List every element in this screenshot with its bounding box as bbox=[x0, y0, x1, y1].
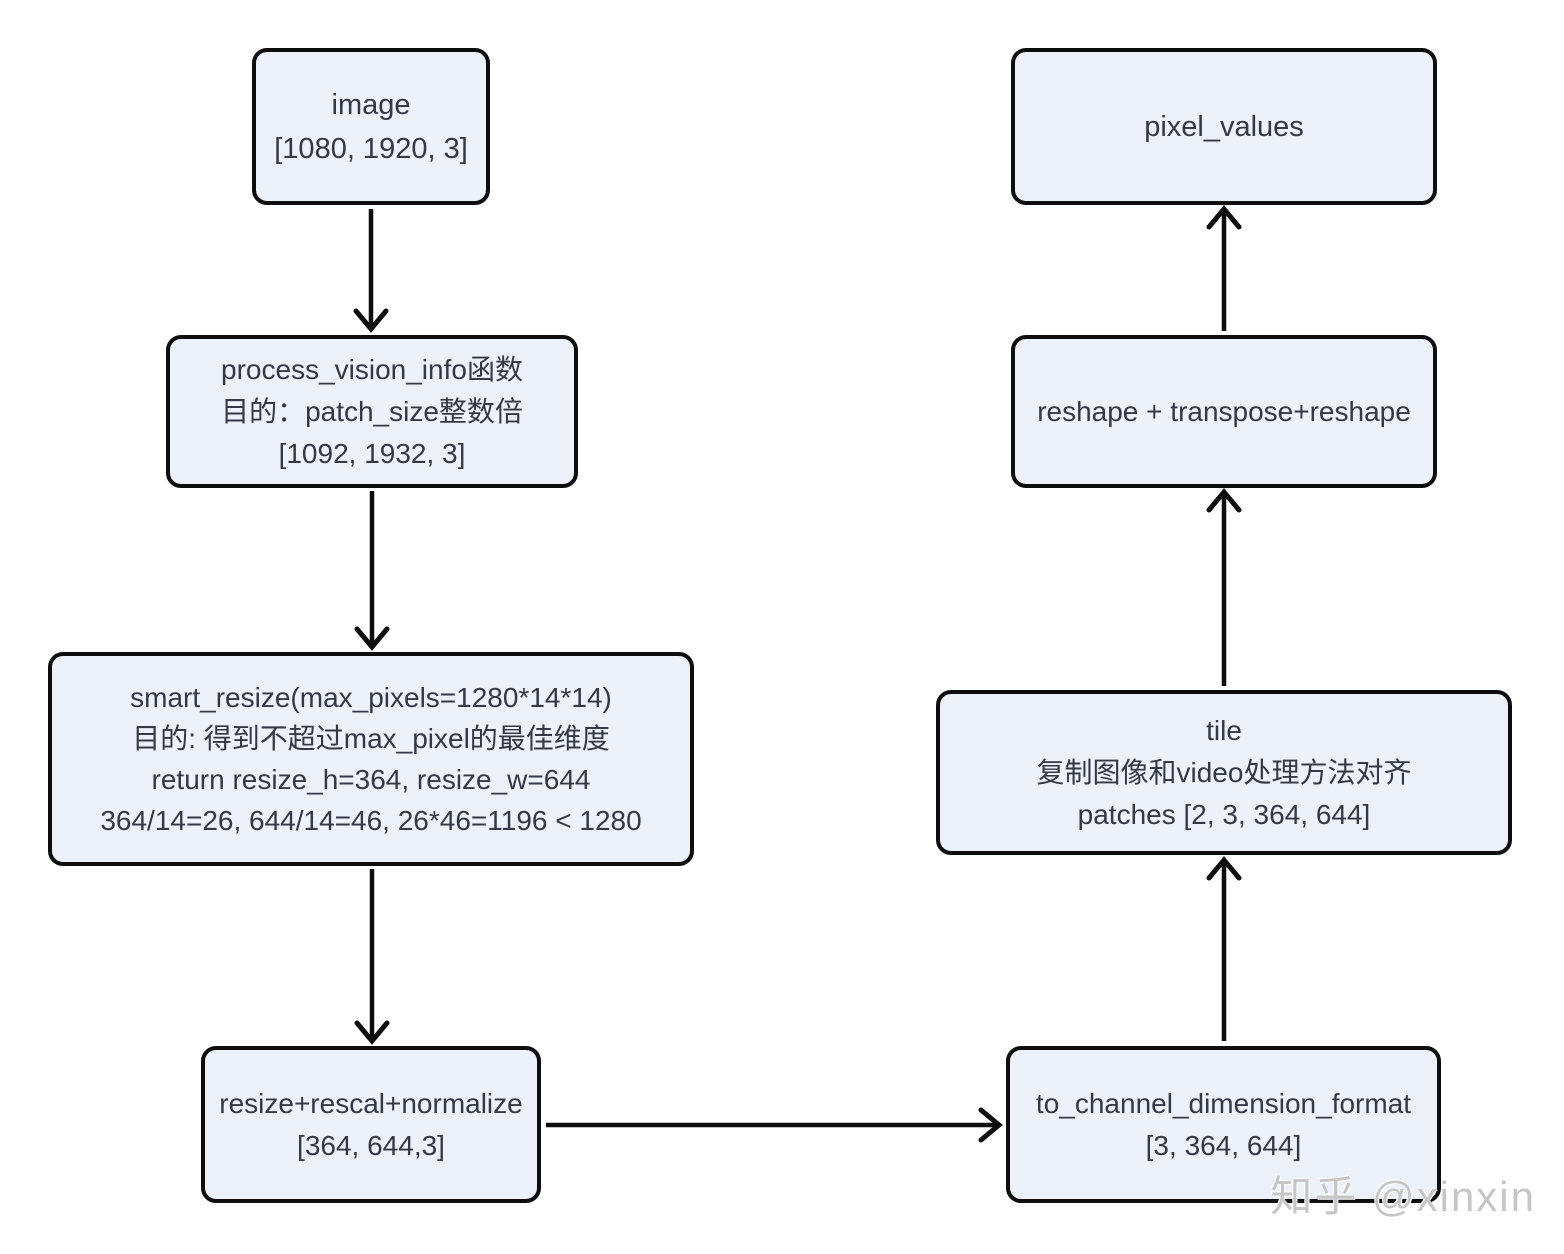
node-to-channel-dimension-format: to_channel_dimension_format [3, 364, 644… bbox=[1006, 1046, 1441, 1203]
node-process-vision-info: process_vision_info函数 目的：patch_size整数倍 [… bbox=[166, 335, 578, 488]
channel-format-title: to_channel_dimension_format bbox=[1035, 1087, 1412, 1119]
arrow-image-to-process-vision-info bbox=[353, 209, 389, 333]
arrow-tile-to-reshape bbox=[1206, 488, 1242, 686]
node-smart-resize: smart_resize(max_pixels=1280*14*14) 目的: … bbox=[48, 652, 694, 866]
image-node-title: image bbox=[331, 88, 411, 121]
tile-node-shape: patches [2, 3, 364, 644] bbox=[1077, 798, 1371, 830]
smart-resize-return: return resize_h=364, resize_w=644 bbox=[151, 764, 591, 795]
node-tile: tile 复制图像和video处理方法对齐 patches [2, 3, 364… bbox=[936, 690, 1512, 855]
tile-node-purpose: 复制图像和video处理方法对齐 bbox=[1036, 756, 1412, 788]
reshape-node-title: reshape + transpose+reshape bbox=[1037, 395, 1411, 427]
resize-node-title: resize+rescal+normalize bbox=[219, 1087, 523, 1119]
channel-format-shape: [3, 364, 644] bbox=[1145, 1129, 1302, 1161]
node-reshape-transpose-reshape: reshape + transpose+reshape bbox=[1011, 335, 1437, 488]
arrow-resize-rescale-to-channel-format bbox=[546, 1107, 1003, 1143]
pixel-values-title: pixel_values bbox=[1144, 110, 1304, 143]
resize-node-shape: [364, 644,3] bbox=[297, 1129, 445, 1161]
arrow-smart-resize-to-resize-rescale bbox=[354, 869, 390, 1045]
node-pixel-values: pixel_values bbox=[1011, 48, 1437, 205]
node-resize-rescale-normalize: resize+rescal+normalize [364, 644,3] bbox=[201, 1046, 541, 1203]
smart-resize-purpose: 目的: 得到不超过max_pixel的最佳维度 bbox=[132, 723, 610, 754]
arrow-reshape-to-pixel-values bbox=[1206, 205, 1242, 331]
tile-node-title: tile bbox=[1206, 714, 1242, 746]
process-node-title: process_vision_info函数 bbox=[221, 353, 523, 385]
watermark: 知乎 @xinxin bbox=[1270, 1173, 1536, 1220]
process-node-shape: [1092, 1932, 3] bbox=[278, 437, 466, 469]
arrow-process-vision-info-to-smart-resize bbox=[354, 491, 390, 651]
smart-resize-calc: 364/14=26, 644/14=46, 26*46=1196 < 1280 bbox=[100, 805, 642, 836]
node-image: image [1080, 1920, 3] bbox=[252, 48, 490, 205]
smart-resize-title: smart_resize(max_pixels=1280*14*14) bbox=[130, 682, 612, 713]
process-node-purpose: 目的：patch_size整数倍 bbox=[221, 395, 523, 427]
image-node-shape: [1080, 1920, 3] bbox=[274, 132, 468, 165]
arrow-channel-format-to-tile bbox=[1206, 856, 1242, 1041]
